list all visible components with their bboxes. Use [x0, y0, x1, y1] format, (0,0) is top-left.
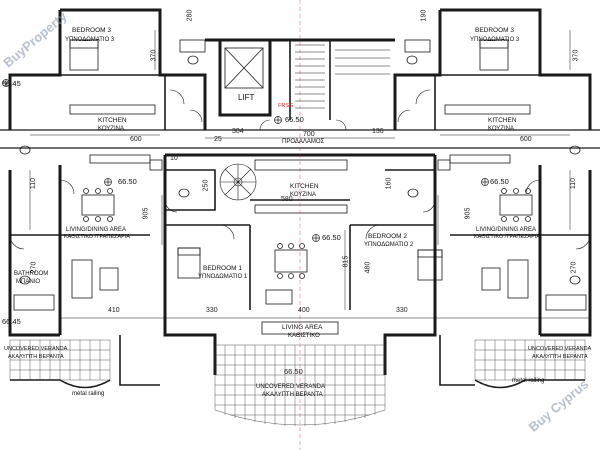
bedroom3-right-greek-label: ΥΠΝΟΔΩΜΑΤΙΟ 3 [470, 37, 520, 43]
level-label: 66.45 [2, 317, 21, 326]
dim-480: 480 [364, 261, 372, 274]
dim-600-right: 600 [520, 136, 532, 143]
dim-815: 815 [342, 255, 350, 268]
sofas [71, 259, 529, 335]
living-center-greek-label: ΚΑΘΙΣΤΙΚΟ [288, 333, 320, 339]
bedroom1-greek-label: ΥΠΝΟΔΩΜΑΤΙΟ 1 [198, 274, 248, 280]
frsg-label: FRSG [278, 103, 294, 109]
living-dining-left-label: LIVING/DINING AREA [66, 227, 127, 233]
lift-shaft [224, 47, 264, 89]
dim-160: 160 [385, 177, 393, 190]
veranda-center-greek-label: ΑΚΑΛΥΠΤΗ ΒΕΡΑΝΤΑ [262, 392, 323, 398]
living-center-label: LIVING AREA [282, 324, 323, 331]
dim-25: 25 [214, 136, 222, 143]
dim-190: 190 [420, 9, 428, 22]
dimension-lines [29, 30, 590, 319]
kitchen-right-greek-label: ΚΟΥΖΙΝΑ [488, 126, 514, 132]
living-dining-left-greek-label: ΚΑΘΙΣΤΙΚΟ /ΤΡΑΠΕΖΑΡΙΑ [64, 234, 130, 240]
bathroom-label: BATHROOM [14, 271, 49, 277]
level-label: 66.50 [118, 177, 137, 186]
level-label: 66.50 [285, 115, 304, 124]
railing-right-label: metal railing [512, 378, 545, 384]
living-dining-right-greek-label: ΚΑΘΙΣΤΙΚΟ /ΤΡΑΠΕΖΑΡΙΑ [474, 234, 540, 240]
kitchen-center-greek-label: ΚΟΥΖΙΝΑ [290, 192, 316, 198]
level-label: 66.50 [490, 177, 509, 186]
dim-330-right: 330 [396, 307, 408, 314]
dim-410: 410 [108, 307, 120, 314]
level-markers [2, 79, 489, 242]
spiral-stair [219, 163, 257, 201]
bedroom3-right-label: BEDROOM 3 [475, 27, 515, 34]
bathroom-greek-label: ΜΠΑΝΙΟ [16, 279, 40, 285]
level-label: 66.45 [2, 79, 21, 88]
staircase [295, 44, 390, 109]
level-label: 66.50 [322, 233, 341, 242]
lift-label: LIFT [238, 93, 255, 102]
dim-905-left: 905 [142, 207, 150, 220]
veranda-right-greek-label: ΑΚΑΛΥΠΤΗ ΒΕΡΑΝΤΑ [532, 354, 588, 360]
bedroom2-greek-label: ΥΠΝΟΔΩΜΑΤΙΟ 2 [364, 242, 414, 248]
bedroom1-label: BEDROOM 1 [203, 265, 243, 272]
level-label: 66.50 [284, 367, 303, 376]
bedroom2-label: BEDROOM 2 [368, 233, 408, 240]
dim-270-right: 270 [570, 261, 578, 274]
living-dining-right-label: LIVING/DINING AREA [476, 227, 537, 233]
veranda-left-label: UNCOVERED VERANDA [4, 346, 68, 352]
beds [69, 39, 509, 281]
veranda-tiles [9, 339, 586, 426]
bathtubs [13, 39, 587, 311]
railing-left-label: metal railing [72, 391, 105, 397]
dim-330-left: 330 [206, 307, 218, 314]
dim-280: 280 [186, 9, 194, 22]
corridor-label: ΠΡΟΔΑΛΑΜΟΣ [282, 139, 325, 145]
kitchen-left-greek-label: ΚΟΥΖΙΝΑ [98, 126, 124, 132]
bedroom3-left-label: BEDROOM 3 [72, 27, 112, 34]
kitchen-counters [69, 104, 531, 214]
dim-10: 10 [170, 155, 178, 162]
dim-600-left: 600 [130, 136, 142, 143]
dim-370-right: 370 [572, 49, 580, 62]
sanitary-fixtures [19, 55, 581, 285]
dim-110-right: 110 [570, 177, 578, 190]
dim-250: 250 [202, 179, 210, 192]
dim-700: 700 [303, 131, 315, 138]
dim-400: 400 [298, 307, 310, 314]
railings [10, 335, 585, 389]
dim-304: 304 [232, 128, 244, 135]
veranda-center-label: UNCOVERED VERANDA [256, 384, 326, 390]
dim-136: 136 [372, 128, 384, 135]
interior-walls [10, 40, 590, 310]
bedroom3-left-greek-label: ΥΠΝΟΔΩΜΑΤΙΟ 3 [65, 37, 115, 43]
dim-270-left: 270 [30, 261, 38, 274]
dining-tables [81, 188, 533, 279]
veranda-right-label: UNCOVERED VERANDA [528, 346, 592, 352]
kitchen-right-label: KITCHEN [488, 117, 517, 124]
kitchen-center-label: KITCHEN [290, 183, 319, 190]
dim-370-left: 370 [150, 49, 158, 62]
dim-905-right: 905 [464, 207, 472, 220]
dim-580: 580 [281, 196, 293, 203]
dim-110-left: 110 [30, 177, 38, 190]
door-swings [9, 89, 591, 250]
kitchen-left-label: KITCHEN [98, 117, 127, 124]
veranda-left-greek-label: ΑΚΑΛΥΠΤΗ ΒΕΡΑΝΤΑ [8, 354, 64, 360]
